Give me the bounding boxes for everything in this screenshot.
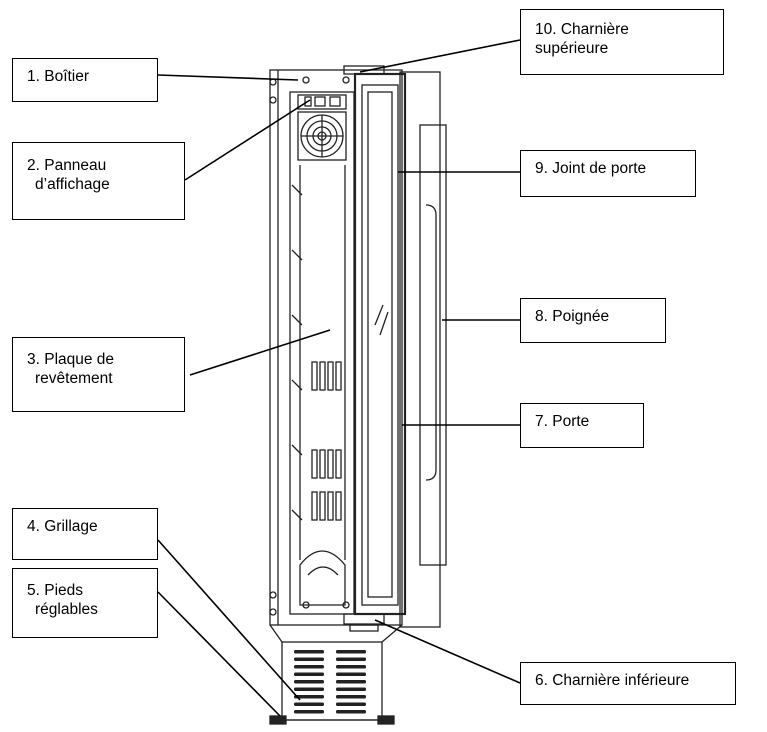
leader-pieds [157, 591, 281, 717]
label-charniere-inf-line-1: 6. Charnière inférieure [535, 672, 690, 689]
label-poignee: 8. Poignée [520, 298, 666, 343]
grille-slot [336, 650, 366, 654]
label-pieds-line-1: 5. Pieds [27, 582, 84, 599]
label-plaque-line-2: revêtement [35, 370, 113, 387]
grille-slot [336, 680, 366, 684]
label-pieds-line-2: réglables [35, 601, 98, 618]
label-boitier: 1. Boîtier [12, 58, 158, 102]
door-glass [361, 84, 399, 606]
label-porte: 7. Porte [520, 403, 644, 448]
leader-boitier [157, 74, 299, 81]
grille-slot [336, 695, 366, 699]
grille-slot [294, 672, 324, 676]
grille-slot [294, 687, 324, 691]
label-porte-line-1: 7. Porte [535, 413, 590, 430]
grille-slot [294, 680, 324, 684]
handle-grip [425, 204, 437, 481]
label-charniere-sup-line-1: 10. Charnière [535, 21, 629, 38]
leader-grillage [157, 539, 301, 701]
door-back-panel [399, 71, 441, 628]
cabinet-outer [269, 69, 403, 626]
label-panneau-line-2: d’affichage [35, 176, 110, 193]
grille-slot [336, 687, 366, 691]
label-plaque: 3. Plaque de revêtement [12, 337, 185, 412]
fan-housing [297, 111, 347, 161]
leader-charniere-sup [359, 39, 521, 73]
label-grillage-line-1: 4. Grillage [27, 518, 98, 535]
handle [419, 124, 447, 566]
grille-slot [336, 702, 366, 706]
leader-charniere-inf [374, 619, 521, 684]
grille-slot [336, 657, 366, 661]
label-poignee-line-1: 8. Poignée [535, 308, 610, 325]
bottom-hinge-shape [343, 613, 385, 625]
label-charniere-inf: 6. Charnière inférieure [520, 662, 736, 705]
display-panel-shape [297, 94, 347, 110]
label-pieds: 5. Pieds réglables [12, 568, 158, 638]
grille-slot [294, 650, 324, 654]
label-boitier-line-1: 1. Boîtier [27, 68, 90, 85]
grille-slot [336, 672, 366, 676]
label-panneau: 2. Panneau d’affichage [12, 142, 185, 220]
grille-slot [294, 695, 324, 699]
label-panneau-line-1: 2. Panneau [27, 157, 107, 174]
label-grillage: 4. Grillage [12, 508, 158, 560]
leader-panneau [184, 99, 311, 181]
label-charniere-sup: 10. Charnière supérieure [520, 9, 724, 75]
grille-slot [294, 710, 324, 714]
grille-slot [294, 665, 324, 669]
grille-slot [294, 657, 324, 661]
grille-slot [294, 702, 324, 706]
label-joint-line-1: 9. Joint de porte [535, 160, 647, 177]
label-plaque-line-1: 3. Plaque de [27, 351, 115, 368]
label-joint: 9. Joint de porte [520, 150, 696, 197]
label-charniere-sup-line-2: supérieure [535, 40, 609, 57]
grille-slot [336, 665, 366, 669]
top-hinge-shape [343, 65, 385, 75]
leader-plaque [189, 329, 331, 376]
grille-slot [336, 710, 366, 714]
